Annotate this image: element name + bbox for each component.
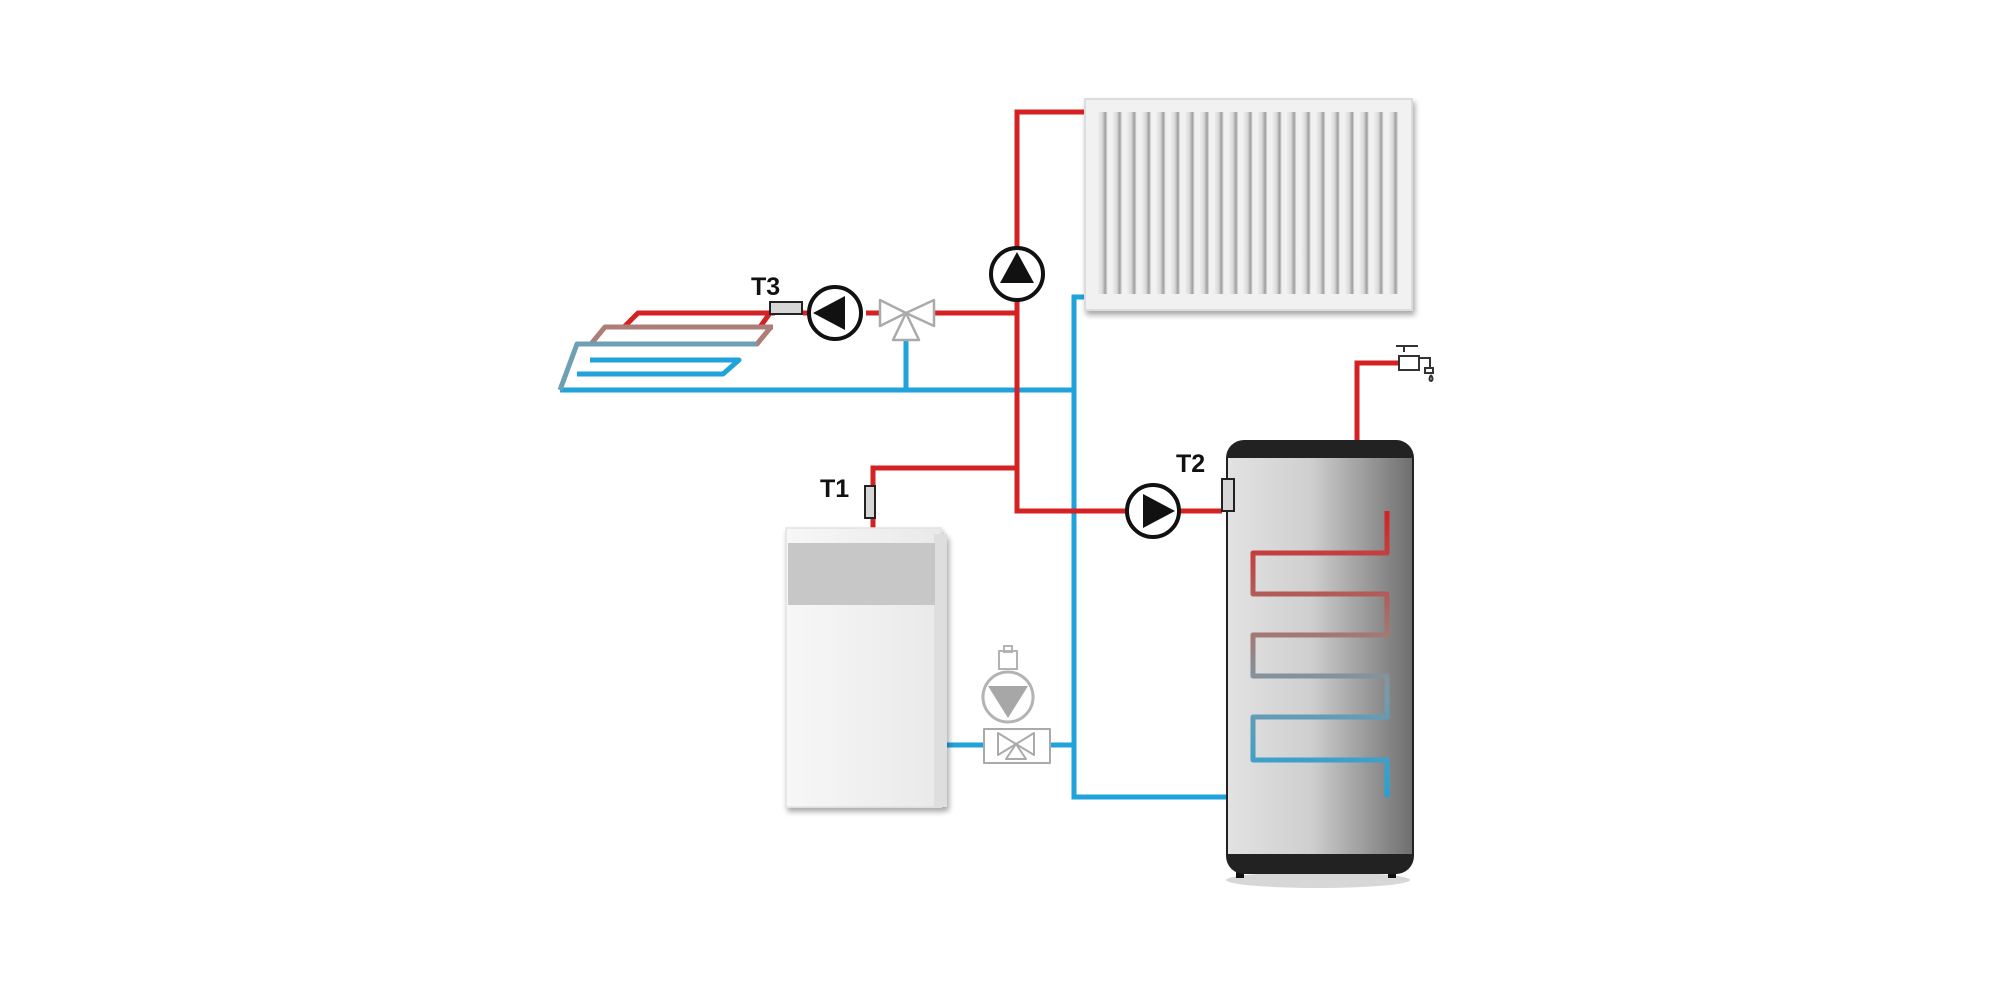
radiator-fin: [1256, 112, 1268, 294]
radiator-fin: [1097, 112, 1108, 294]
boiler: [785, 527, 947, 808]
sensor-label-t3: T3: [751, 273, 780, 301]
radiator-fins: [1097, 112, 1398, 294]
water-tap-icon: [1396, 345, 1434, 383]
underfloor-heating-loops: [557, 310, 775, 391]
tank-body: [1228, 458, 1412, 854]
radiator-fin: [1169, 112, 1181, 294]
radiator-fin: [1373, 112, 1384, 294]
sensor-label-t2: T2: [1176, 450, 1205, 478]
three-way-valve-icon[interactable]: [878, 298, 936, 342]
radiator-fin: [1140, 112, 1152, 294]
tank-heating-coil: [1250, 511, 1390, 797]
temperature-sensor-icon: [769, 301, 803, 315]
radiator-fin: [1155, 112, 1166, 294]
radiator-fin: [1358, 112, 1369, 294]
riser-pipe: [1014, 109, 1085, 468]
underfloor-loop-bottom-return: [577, 357, 742, 377]
radiator: [1084, 98, 1413, 311]
radiator-fin: [1314, 112, 1326, 294]
sensor-label-t1: T1: [820, 475, 849, 503]
radiator-fin: [1271, 112, 1282, 294]
radiator-fin: [1213, 112, 1224, 294]
hot-water-pipe: [1354, 360, 1399, 442]
circulation-pump-icon: [989, 246, 1045, 302]
radiator-fin: [1111, 112, 1122, 294]
boiler-flow-pipe: [870, 465, 1017, 528]
radiator-fin: [1227, 112, 1239, 294]
circulation-pump-icon: [981, 645, 1035, 724]
temperature-sensor-icon: [864, 485, 876, 519]
temperature-sensor-icon: [1221, 478, 1235, 512]
boiler-control-panel: [788, 543, 935, 605]
radiator-fin: [1387, 112, 1398, 294]
underfloor-loop-middle: [588, 324, 773, 347]
circulation-pump-icon: [1125, 483, 1181, 539]
three-way-valve-icon[interactable]: [983, 728, 1051, 764]
radiator-fin: [1343, 112, 1355, 294]
radiator-fin: [1329, 112, 1340, 294]
radiator-fin: [1285, 112, 1297, 294]
hot-water-tank: [1226, 440, 1414, 888]
boiler-side: [934, 534, 947, 807]
radiator-fin: [1184, 112, 1195, 294]
tank-shadow: [1226, 872, 1410, 888]
circulation-pump-icon: [807, 285, 863, 341]
radiator-fin: [1300, 112, 1311, 294]
underfloor-loop-bottom: [557, 341, 757, 391]
radiator-fin: [1126, 112, 1137, 294]
radiator-fin: [1198, 112, 1210, 294]
radiator-fin: [1242, 112, 1253, 294]
